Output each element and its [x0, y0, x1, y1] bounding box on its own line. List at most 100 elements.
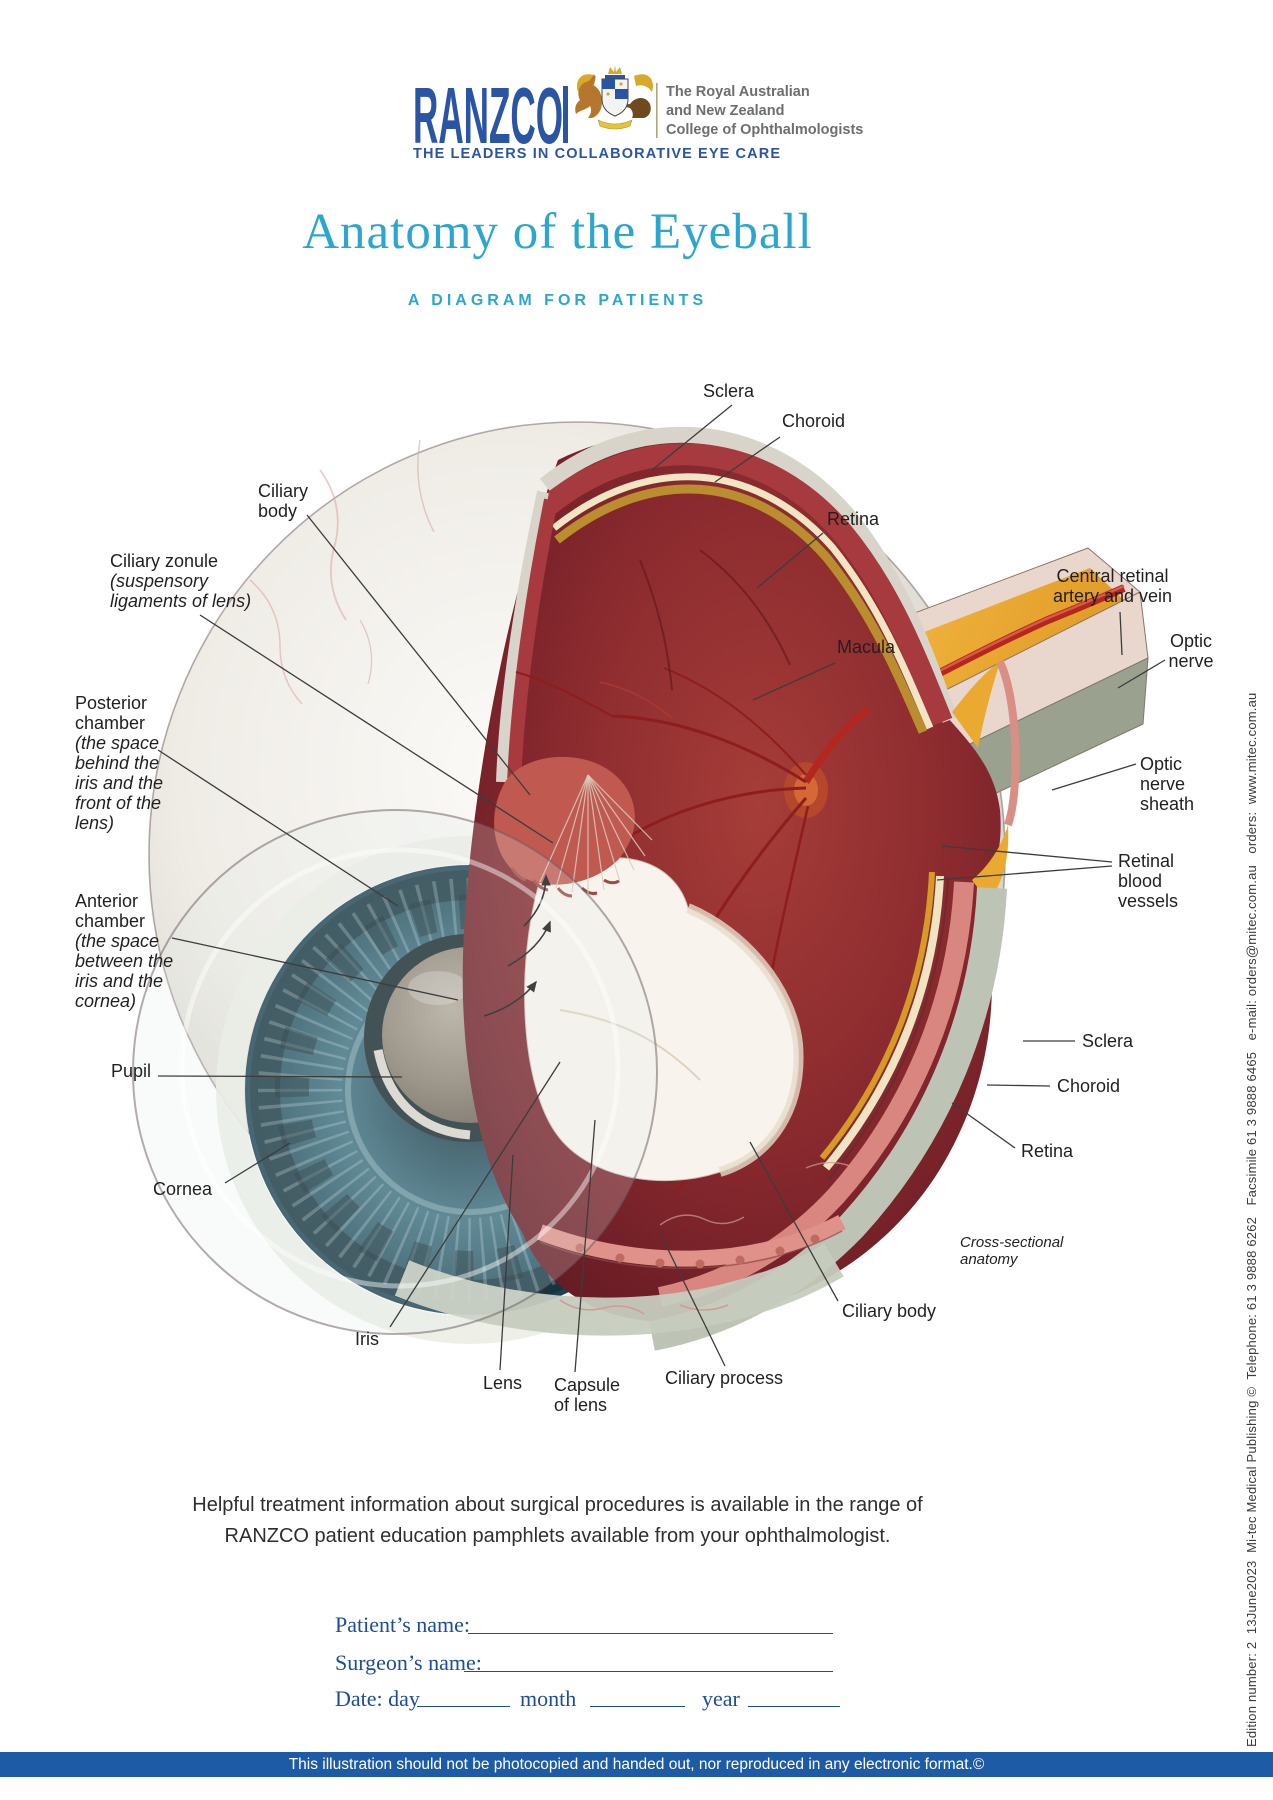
label-anterior-chamber: Anterior chamber (the space between the …: [75, 891, 173, 1011]
label-text: sheath: [1140, 794, 1195, 814]
leader-central-retinal: [1119, 611, 1123, 656]
label-text: Optic: [1140, 754, 1183, 774]
logo-divider-bar: [563, 86, 568, 143]
leader-optic-nerve: [1117, 659, 1166, 689]
label-text: chamber: [75, 713, 146, 733]
ranzco-crest-icon: [575, 65, 654, 130]
label-macula: Macula: [837, 637, 895, 657]
header-divider-line: [656, 83, 658, 138]
surgeon-name-field[interactable]: [464, 1671, 833, 1672]
label-choroid-top: Choroid: [782, 411, 845, 431]
label-sclera-top: Sclera: [703, 381, 754, 401]
org-name-line-2: and New Zealand: [666, 103, 784, 119]
leader-anterior-chamber: [171, 937, 459, 1001]
leader-macula: [752, 662, 836, 701]
label-retina-top: Retina: [827, 509, 879, 529]
date-month-field[interactable]: [590, 1706, 685, 1707]
label-text: Lens: [483, 1373, 523, 1393]
page-subtitle: A DIAGRAM FOR PATIENTS: [407, 292, 708, 309]
label-desc: iris and the: [75, 773, 164, 793]
label-text: Posterior: [75, 693, 148, 713]
label-pupil: Pupil: [111, 1061, 151, 1081]
note-line: Helpful treatment information about surg…: [192, 1494, 923, 1516]
label-text: Ciliary zonule: [110, 551, 219, 571]
leader-retinal-vessels-2: [936, 865, 1113, 881]
label-text: body: [258, 501, 298, 521]
label-text: nerve: [1168, 651, 1214, 671]
label-desc: (the space: [75, 733, 160, 753]
leader-retinal-vessels-1: [941, 845, 1113, 863]
leader-choroid-top: [714, 436, 781, 483]
tagline: THE LEADERS IN COLLABORATIVE EYE CARE: [413, 146, 780, 162]
leader-retina-right: [951, 1102, 1016, 1149]
copyright-bar: This illustration should not be photocop…: [0, 1752, 1273, 1777]
label-optic-nerve-sheath: Optic nerve sheath: [1140, 754, 1194, 814]
label-text: Retina: [1021, 1141, 1074, 1161]
label-retina-right: Retina: [1021, 1141, 1073, 1161]
label-desc: front of the: [75, 793, 162, 813]
aqueous-flow-arrows: [483, 874, 551, 1017]
leader-ciliary-zonule: [199, 614, 554, 844]
date-month-label: month: [520, 1686, 577, 1711]
label-lens: Lens: [483, 1373, 522, 1393]
label-text: blood: [1118, 871, 1163, 891]
label-text: Macula: [837, 637, 896, 657]
label-ciliary-zonule: Ciliary zonule (suspensory ligaments of …: [110, 551, 251, 611]
label-ciliary-body-right: Ciliary body: [842, 1301, 936, 1321]
cornea-dome: [132, 809, 658, 1335]
org-name-line-1: The Royal Australian: [666, 84, 810, 100]
label-desc: ligaments of lens): [110, 591, 252, 611]
label-text: artery and vein: [1052, 586, 1173, 606]
ciliary-body: [494, 756, 653, 898]
label-central-retinal-artery-and-vein: Central retinal artery and vein: [1040, 566, 1185, 606]
label-text: Sclera: [1082, 1031, 1134, 1051]
label-text: Iris: [355, 1329, 379, 1349]
leader-pupil: [157, 1075, 403, 1078]
leader-posterior-chamber: [157, 749, 399, 907]
leader-lines: [157, 404, 1166, 1373]
leader-cornea: [224, 1142, 291, 1184]
page-title: Anatomy of the Eyeball: [302, 204, 813, 260]
leader-sclera-top: [651, 404, 733, 471]
date-year-field[interactable]: [748, 1706, 840, 1707]
surgeon-name-label: Surgeon’s name:: [335, 1650, 482, 1675]
note-line: RANZCO patient education pamphlets avail…: [224, 1525, 891, 1547]
leader-retina-top: [756, 532, 824, 589]
label-text: Pupil: [111, 1061, 152, 1081]
label-text: Central retinal: [1056, 566, 1169, 586]
label-text: chamber: [75, 911, 146, 931]
label-posterior-chamber: Posterior chamber (the space behind the …: [75, 693, 163, 833]
lens-capsule-cross-section: [524, 857, 804, 1182]
date-day-field[interactable]: [417, 1706, 510, 1707]
leader-optic-nerve-sheath: [1051, 763, 1137, 791]
cut-edge-layers: [496, 426, 958, 786]
leader-ciliary-body-right: [749, 1141, 839, 1302]
label-text: of lens: [554, 1395, 608, 1415]
caption-text: anatomy: [960, 1251, 1018, 1268]
label-sclera-right: Sclera: [1082, 1031, 1133, 1051]
eyeball-illustration: [132, 404, 1166, 1373]
date-year-label: year: [702, 1686, 740, 1711]
label-text: nerve: [1140, 774, 1186, 794]
label-desc: between the: [75, 951, 174, 971]
leader-lens: [499, 1154, 514, 1371]
ranzco-logo-text: RANZCO: [413, 71, 563, 160]
label-iris: Iris: [355, 1329, 379, 1349]
label-text: Ciliary body: [842, 1301, 937, 1321]
label-desc: behind the: [75, 753, 160, 773]
label-text: Ciliary: [258, 481, 309, 501]
label-cornea: Cornea: [153, 1179, 212, 1199]
label-text: Ciliary process: [665, 1368, 784, 1388]
ranzco-logo-block: RANZCO The Royal Australian and New Zeal…: [413, 65, 863, 162]
label-text: Retinal: [1118, 851, 1175, 871]
label-capsule-of-lens: Capsule of lens: [554, 1375, 620, 1415]
leader-choroid-right: [986, 1084, 1051, 1087]
patient-name-field[interactable]: [468, 1633, 833, 1634]
label-desc: lens): [75, 813, 115, 833]
treatment-note: Helpful treatment information about surg…: [0, 1490, 1115, 1552]
ciliary-zonule-fibers: [539, 774, 653, 894]
label-text: Anterior: [75, 891, 139, 911]
label-text: Cornea: [153, 1179, 213, 1199]
label-ciliary-body-top: Ciliary body: [258, 481, 308, 521]
label-text: Choroid: [1057, 1076, 1121, 1096]
